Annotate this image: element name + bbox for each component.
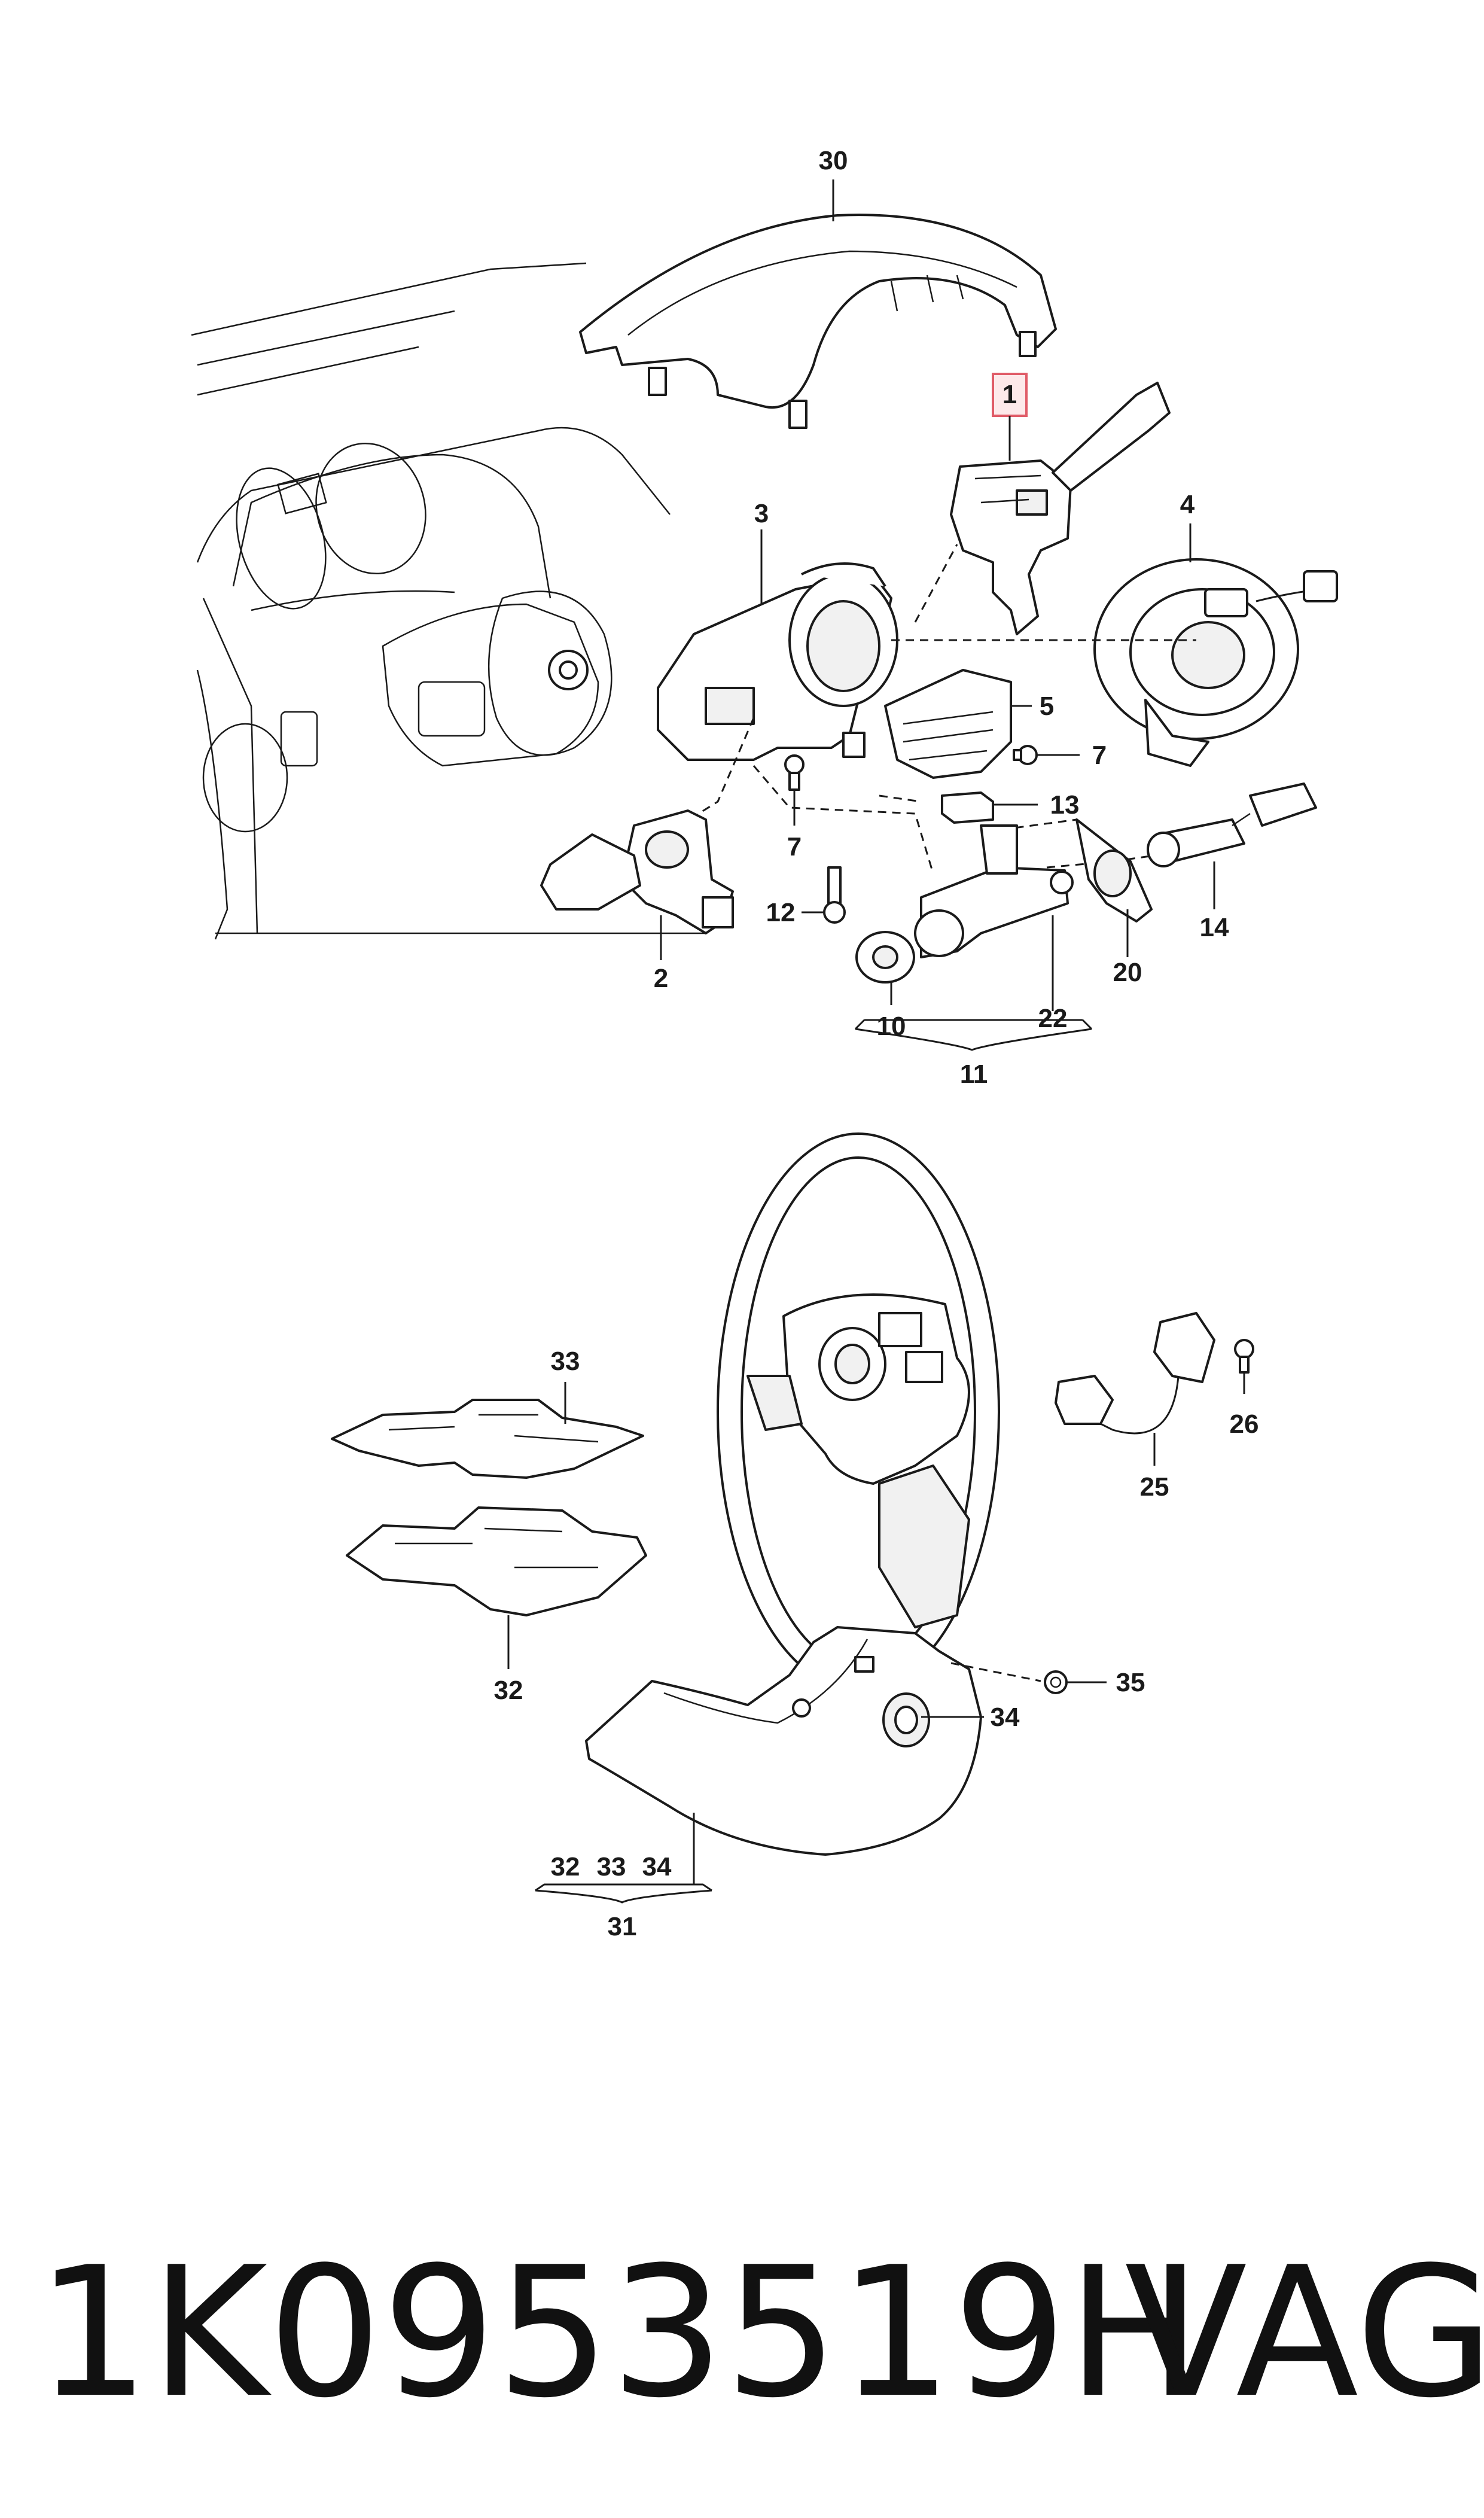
callout-3: 3 xyxy=(754,499,769,528)
screw-7-left: 7 xyxy=(784,754,805,861)
trim-panel-33-part: 33 xyxy=(331,1347,644,1479)
callout-14: 14 xyxy=(1200,913,1229,942)
screw-7-right: 7 xyxy=(1013,741,1107,770)
group-31-bracket: 32 33 34 31 xyxy=(535,1852,712,1941)
trim-panel-32-part: 32 xyxy=(346,1506,647,1705)
trim-ring-part: 20 xyxy=(1075,818,1153,987)
callout-33-group: 33 xyxy=(597,1852,626,1881)
callout-7-right: 7 xyxy=(1092,741,1107,770)
parts-diagram: 30 1 4 3 xyxy=(191,146,1338,1941)
callout-25: 25 xyxy=(1140,1472,1169,1502)
part-number: 1K0953519H xyxy=(36,2228,1202,2437)
callout-13: 13 xyxy=(1050,790,1080,820)
column-switch-housing-part: 3 xyxy=(657,499,898,761)
lock-cylinder-part: 10 xyxy=(855,909,964,1041)
callout-12: 12 xyxy=(766,898,796,927)
control-unit-part: 5 xyxy=(884,669,1054,779)
turn-signal-switch-part: 2 xyxy=(540,809,734,993)
screw-12-part: 12 xyxy=(766,866,846,927)
callout-5: 5 xyxy=(1040,692,1054,721)
callout-1: 1 xyxy=(1002,380,1017,409)
multifunction-button-part: 25 xyxy=(1055,1312,1215,1502)
callout-35: 35 xyxy=(1116,1668,1145,1697)
callout-4: 4 xyxy=(1180,490,1195,519)
callout-2: 2 xyxy=(654,964,668,993)
callout-33-top: 33 xyxy=(551,1347,580,1376)
callout-11: 11 xyxy=(960,1059,988,1089)
steering-wheel-part xyxy=(717,1132,1000,1691)
module-13-part: 13 xyxy=(941,790,1080,824)
callout-30: 30 xyxy=(819,146,848,175)
dashboard-outline xyxy=(191,262,706,940)
callout-7-left: 7 xyxy=(787,832,802,861)
lock-and-key-part: 14 xyxy=(1147,783,1317,942)
screw-26-part: 26 xyxy=(1230,1339,1259,1439)
callout-32-group: 32 xyxy=(551,1852,580,1881)
highlight-box xyxy=(992,373,1028,417)
callout-31: 31 xyxy=(608,1912,637,1941)
screw-35-part: 35 xyxy=(1044,1668,1145,1697)
upper-column-trim-part: 30 xyxy=(579,146,1057,429)
callout-20: 20 xyxy=(1113,958,1142,987)
callout-32-top: 32 xyxy=(494,1676,523,1705)
callout-34-top: 34 xyxy=(991,1703,1020,1732)
wiper-switch-part: 1 xyxy=(950,373,1171,635)
clock-spring-part: 4 xyxy=(1093,490,1338,767)
callout-22: 22 xyxy=(1038,1004,1068,1033)
callout-34-group: 34 xyxy=(642,1852,672,1881)
callout-26: 26 xyxy=(1230,1409,1259,1439)
group-11-bracket: 11 xyxy=(854,1019,1093,1089)
lower-column-trim-part: 34 xyxy=(585,1626,1041,1884)
brand-label: VAG xyxy=(1125,2228,1484,2437)
